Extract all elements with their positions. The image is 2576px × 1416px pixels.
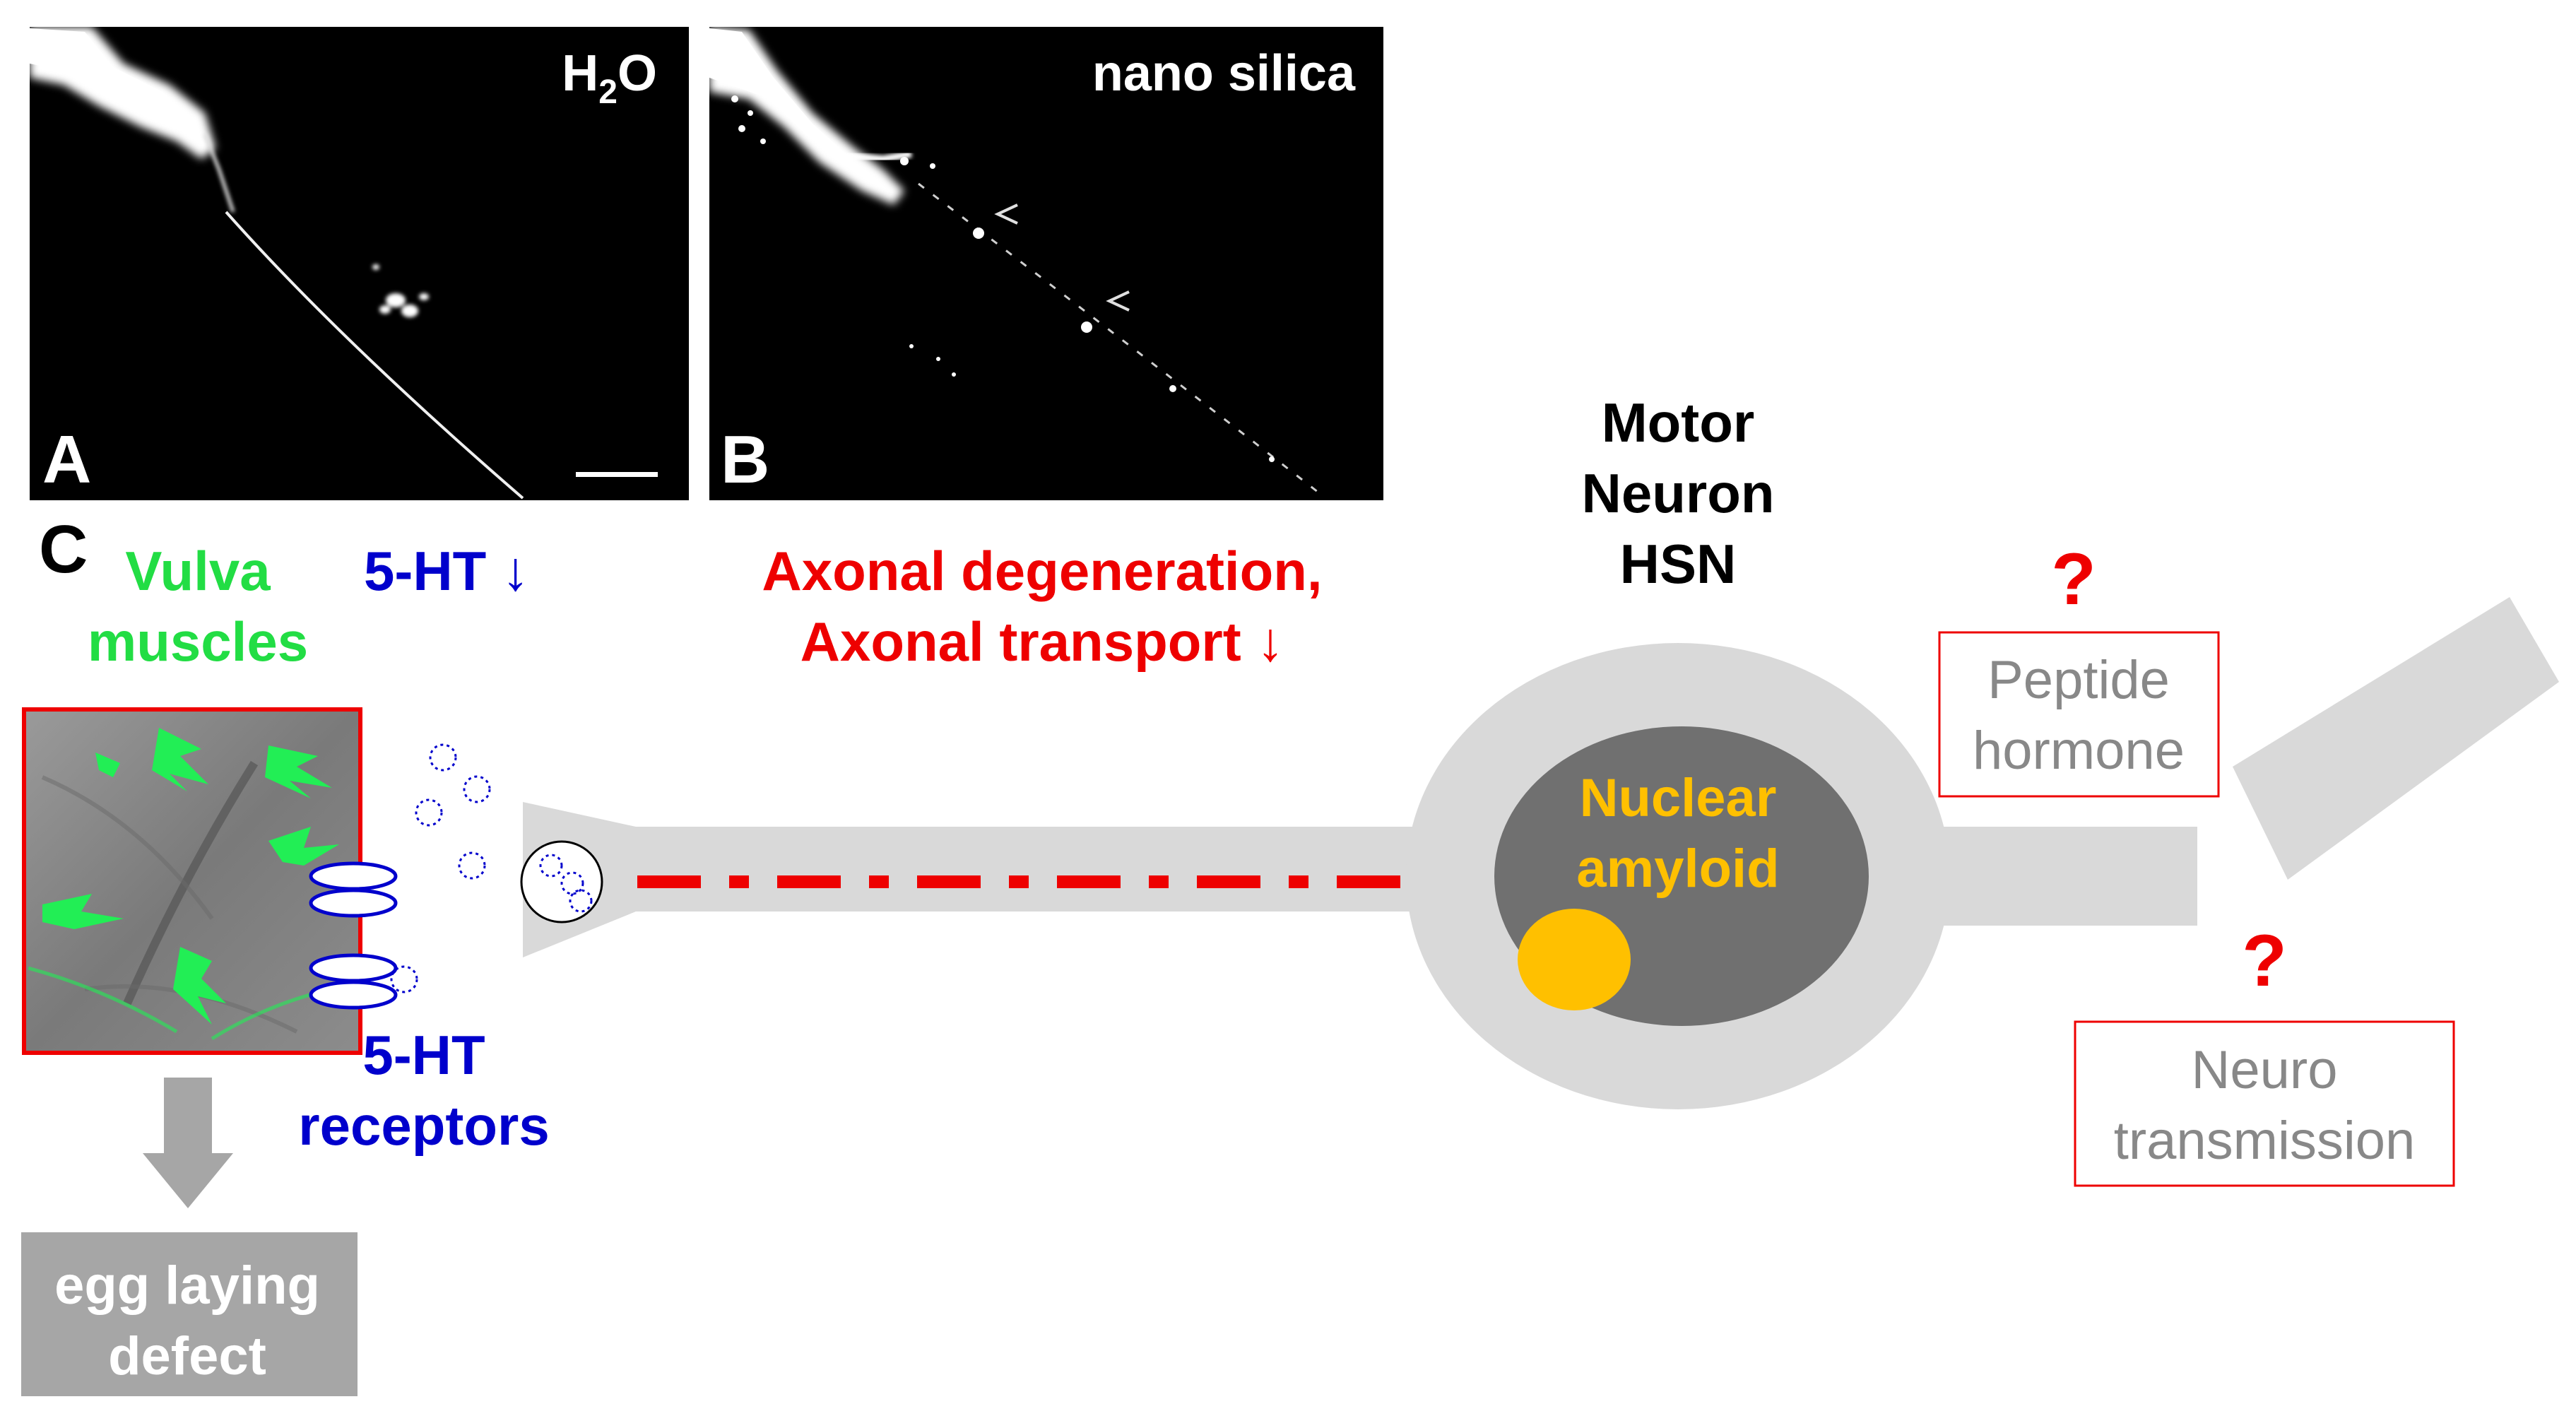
arrowhead-2 [1106,290,1130,312]
scale-bar [576,472,658,477]
panel-a: A H2O [30,27,689,500]
panel-b-condition: nano silica [1092,45,1356,102]
panel-a-condition: H2O [562,45,657,111]
terminal-vesicle [520,840,603,924]
panel-c-letter: C [39,512,88,587]
receptor-2b [309,980,398,1010]
gfp-muscle-signal [42,728,339,1025]
panel-a-puncta [372,264,429,317]
receptor-1b [309,888,398,918]
serotonin-decrease-label: 5-HT ↓ [364,540,529,602]
dendrite-branch [2233,597,2559,880]
panel-b-arrowheads [994,203,1130,312]
panel-b-letter: B [721,422,769,497]
receptor-2a [309,953,398,983]
arrowhead-1 [994,203,1018,225]
serotonin-receptors [309,861,398,1010]
down-arrow [143,1078,233,1208]
panel-b-fragmented-axon [918,182,1322,496]
receptor-1a [309,861,398,891]
amyloid-deposit [1518,909,1631,1010]
panel-b-background [709,27,1383,500]
axonal-degeneration-label: Axonal degeneration,Axonal transport ↓ [762,540,1322,673]
serotonin-vesicles [390,743,491,993]
panel-b-micrograph [709,27,1322,496]
egg-laying-defect-box [21,1232,358,1396]
vulva-micrograph [22,707,362,1055]
neurotransmission-question-mark: ? [2242,920,2287,1002]
peptide-hormone-box [1938,631,2220,798]
peptide-question-mark: ? [2051,538,2096,620]
dendrite [1908,827,2197,926]
panel-b-varicosities [731,95,1275,462]
panel-a-micrograph [30,27,524,500]
axon [632,827,1427,911]
panel-b: B nano silica [709,27,1383,500]
neurotransmission-box [2074,1020,2455,1187]
panel-a-axon [225,211,524,500]
panel-a-letter: A [42,422,91,497]
